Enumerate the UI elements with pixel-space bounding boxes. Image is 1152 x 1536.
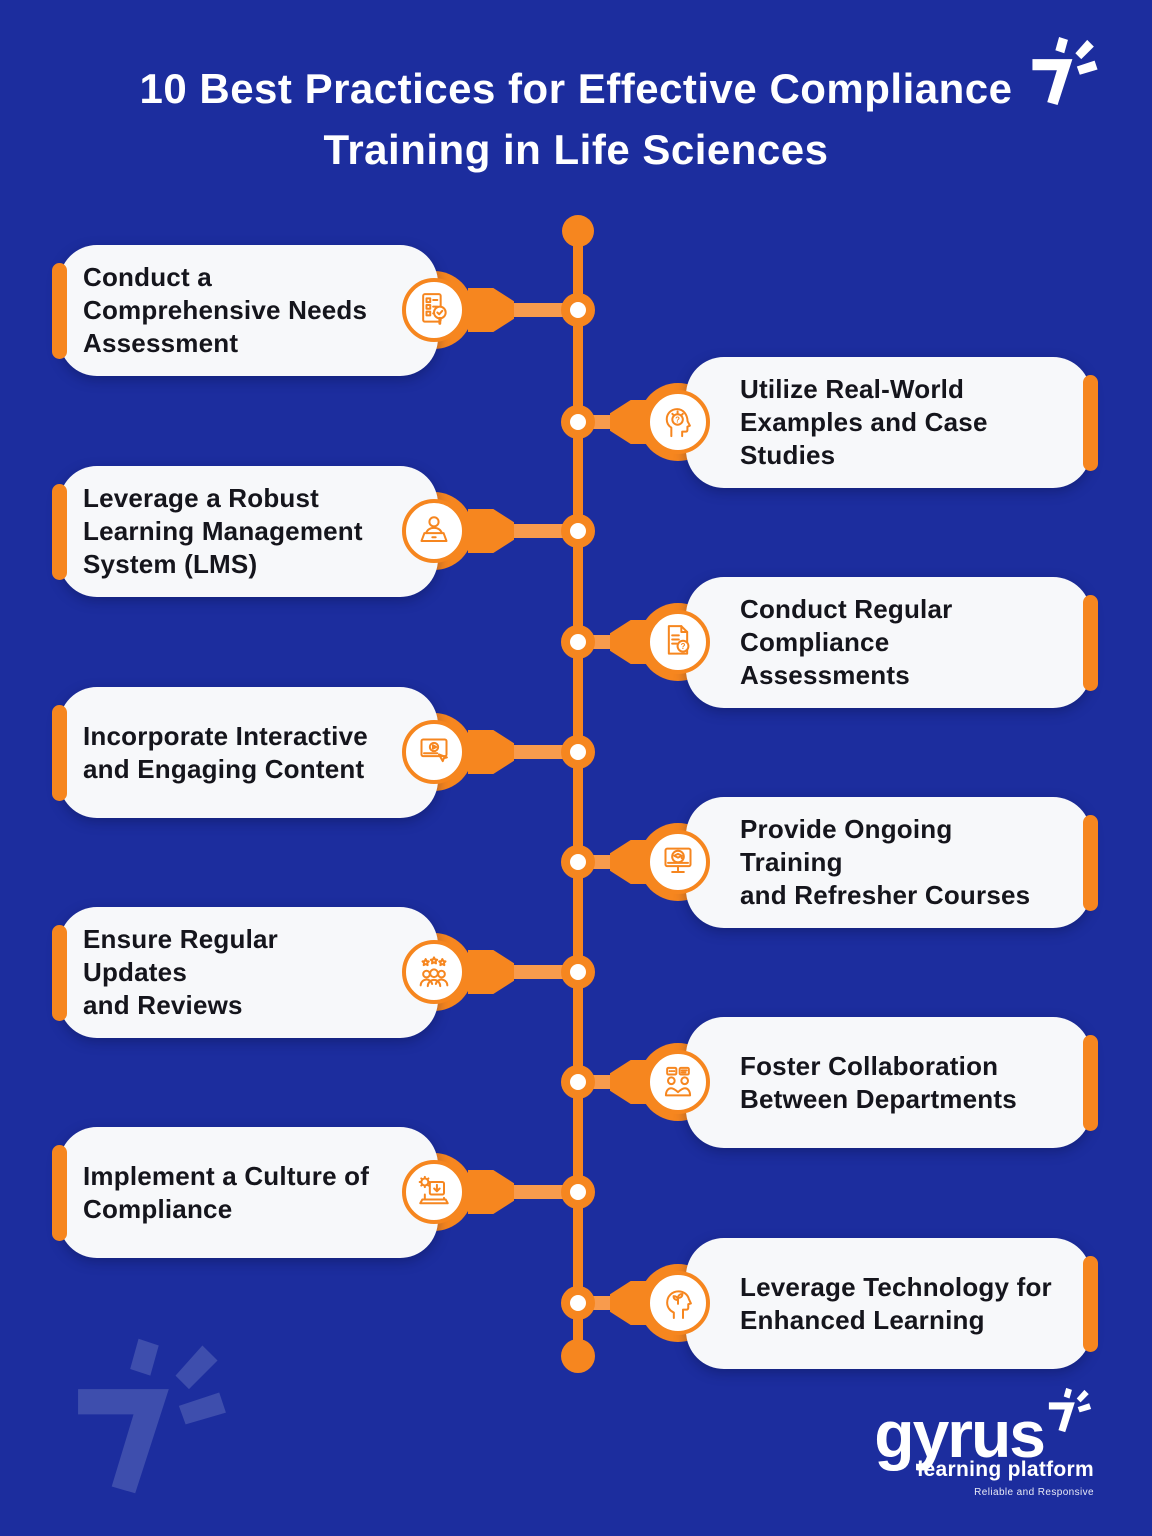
timeline-node [561,1175,595,1209]
icon-bubble [646,1050,710,1114]
card-accent-bar [52,1144,67,1241]
practice-card-updates-reviews: Ensure Regular Updates and Reviews [52,907,438,1038]
icon-bubble [402,278,466,342]
interactive-video-icon [420,738,448,763]
icon-bubble: ? [646,390,710,454]
icon-bubble [402,1160,466,1224]
practice-card-ongoing-training: Provide Ongoing Training and Refresher C… [686,797,1098,928]
person-laptop-icon [420,516,448,542]
gyrus-spark-logo-icon [1046,1386,1094,1434]
connector-plug [468,509,514,553]
card-accent-bar [1083,594,1098,691]
gyrus-footer-logo: gyrus learning platform Reliable and Res… [874,1402,1094,1498]
card-label: Leverage Technology for Enhanced Learnin… [740,1271,1052,1335]
brand-row: gyrus [874,1397,1094,1471]
card-label: Conduct Regular Compliance Assessments [740,594,953,690]
practice-card-technology-learning: Leverage Technology for Enhanced Learnin… [686,1238,1098,1369]
timeline-end-dot [561,1339,595,1373]
icon-bubble [646,1271,710,1335]
icon-bubble [402,720,466,784]
practice-card-interactive-content: Incorporate Interactive and Engaging Con… [52,687,438,818]
practice-card-lms: Leverage a Robust Learning Management Sy… [52,466,438,597]
icon-bubble [646,830,710,894]
brand-subtagline: Reliable and Responsive [974,1487,1094,1498]
card-label: Implement a Culture of Compliance [83,1160,370,1224]
connector-plug [468,730,514,774]
timeline-node [561,405,595,439]
timeline-node [561,1065,595,1099]
card-accent-bar [1083,814,1098,911]
icon-bubble [402,940,466,1004]
head-idea-icon: ? [665,408,691,438]
icon-bubble: ? [646,610,710,674]
connector-plug [468,950,514,994]
monitor-graduation-icon [664,847,692,873]
connector-plug [468,1170,514,1214]
timeline-node [561,955,595,989]
connector-plug [468,288,514,332]
timeline-node [561,514,595,548]
card-accent-bar [52,262,67,359]
timeline-node [561,293,595,327]
card-label: Ensure Regular Updates and Reviews [83,924,278,1020]
document-question-icon: ? [667,625,690,655]
timeline-node [561,845,595,879]
brand-name: gyrus [874,1397,1046,1471]
page-title-line2: Training in Life Sciences [323,126,829,173]
practice-card-real-world-examples: Utilize Real-World Examples and Case Stu… [686,357,1098,488]
timeline-node [561,1286,595,1320]
team-stars-icon [419,956,449,988]
practice-card-culture-of-compliance: Implement a Culture of Compliance [52,1127,438,1258]
card-label: Utilize Real-World Examples and Case Stu… [740,374,988,470]
gyrus-spark-logo-icon [1028,34,1102,108]
page-title-line1: 10 Best Practices for Effective Complian… [139,65,1013,112]
svg-text:?: ? [681,642,686,651]
card-accent-bar [52,483,67,580]
card-accent-bar [52,924,67,1021]
card-label: Incorporate Interactive and Engaging Con… [83,720,368,784]
practice-card-compliance-assessments: Conduct Regular Compliance Assessments [686,577,1098,708]
card-label: Provide Ongoing Training and Refresher C… [740,814,1031,910]
checklist-search-icon [422,293,447,325]
laptop-gear-download-icon [418,1175,449,1205]
gyrus-spark-watermark-icon [68,1332,236,1500]
card-label: Leverage a Robust Learning Management Sy… [83,483,363,579]
card-accent-bar [1083,1255,1098,1352]
timeline-start-dot [562,215,594,247]
timeline-node [561,735,595,769]
head-growth-icon [666,1290,692,1319]
page-title: 10 Best Practices for Effective Complian… [0,58,1152,180]
card-label: Conduct a Comprehensive Needs Assessment [83,262,368,358]
svg-text:?: ? [675,416,680,425]
practice-card-needs-assessment: Conduct a Comprehensive Needs Assessment [52,245,438,376]
card-accent-bar [1083,1034,1098,1131]
icon-bubble [402,499,466,563]
card-accent-bar [1083,374,1098,471]
card-accent-bar [52,704,67,801]
collaboration-icon [664,1066,692,1097]
practice-card-collaboration: Foster Collaboration Between Departments [686,1017,1098,1148]
card-label: Foster Collaboration Between Departments [740,1050,1017,1114]
timeline-line [573,231,583,1356]
brand-tagline: learning platform [917,1458,1094,1481]
timeline-node [561,625,595,659]
